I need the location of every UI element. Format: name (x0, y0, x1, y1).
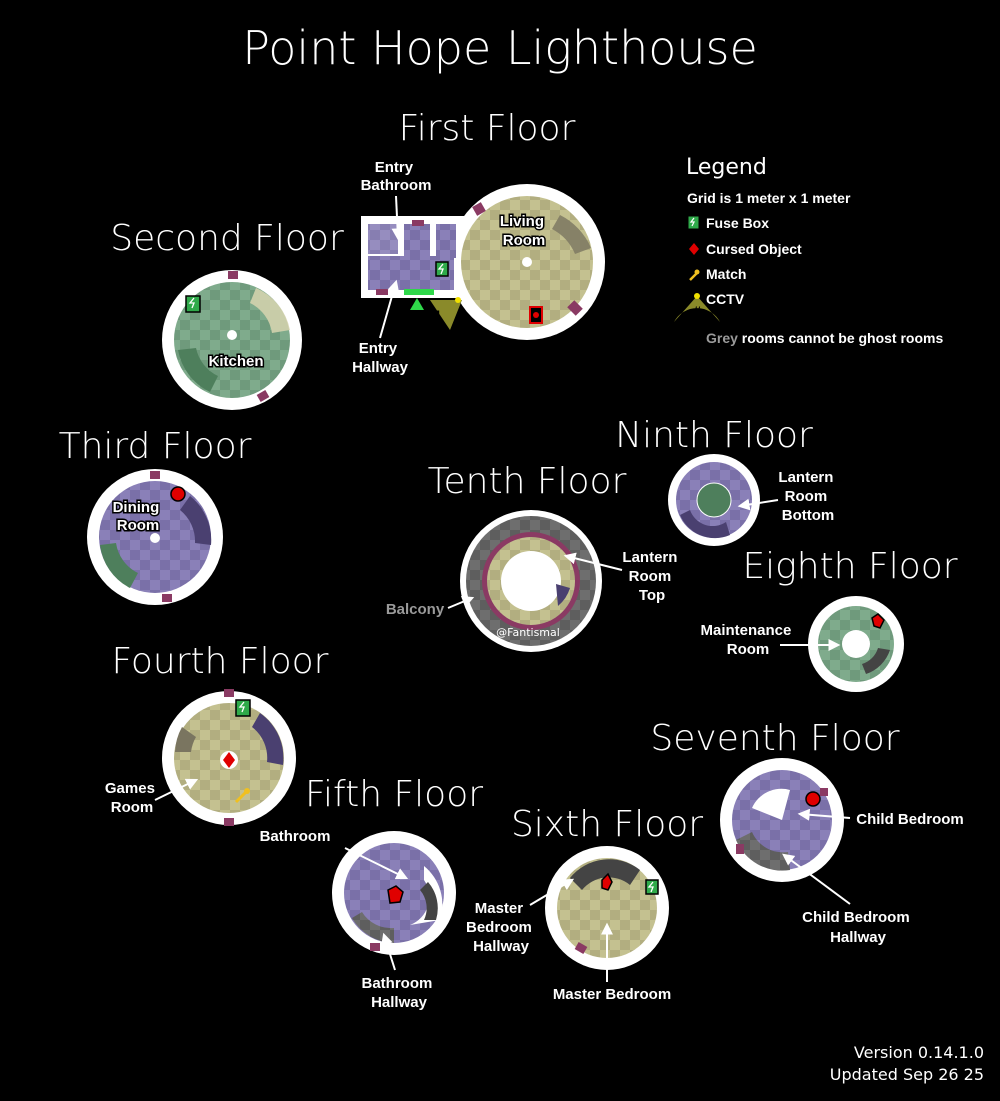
first-floor: First Floor 1 Entry Bathroom (352, 108, 605, 376)
ninth-floor-title: Ninth Floor (615, 415, 813, 456)
legend-fuse-box: Fuse Box (706, 215, 769, 231)
legend-grid: Grid is 1 meter x 1 meter (687, 190, 851, 206)
eighth-floor: Eighth Floor Maintenance Room (700, 546, 958, 692)
lantern-room-top-label: Lantern Room Top (622, 549, 681, 604)
cursed-object-icon (223, 752, 235, 768)
eighth-floor-title: Eighth Floor (742, 546, 957, 587)
credit-text: @Fantismal (496, 626, 560, 639)
games-room-label: Games Room (105, 780, 159, 816)
child-bedroom-label: Child Bedroom (856, 811, 964, 828)
second-floor: Second Floor Kitchen (110, 218, 344, 410)
master-bedroom-label: Master Bedroom (553, 986, 671, 1003)
cursed-object-icon (170, 486, 186, 502)
legend-title: Legend (686, 155, 767, 180)
legend-match: Match (706, 266, 746, 282)
fourth-floor: Fourth Floor Games Room (105, 641, 329, 826)
first-floor-title: First Floor (399, 108, 576, 149)
child-bedroom-hallway-label: Child Bedroom Hallway (802, 909, 914, 946)
dining-room-label: Dining Room (113, 499, 164, 534)
entry-bathroom-area (368, 224, 398, 254)
bathroom-label: Bathroom (260, 828, 331, 845)
legend-cctv: CCTV (706, 291, 745, 307)
entry-hallway-label: Entry Hallway (352, 340, 409, 376)
cursed-object-icon (689, 243, 699, 255)
cursed-object-icon (387, 885, 404, 904)
fourth-floor-title: Fourth Floor (111, 641, 328, 682)
cctv-icon (674, 296, 720, 322)
entry-marker-icon (410, 298, 424, 310)
bathroom-hallway-label: Bathroom Hallway (361, 975, 436, 1011)
map-title: Point Hope Lighthouse (242, 21, 758, 75)
third-floor-title: Third Floor (59, 426, 252, 467)
cctv-symbol: # (693, 303, 701, 319)
lantern-room-bottom-label: Lantern Room Bottom (778, 469, 837, 524)
living-room-label: Living Room (500, 213, 548, 249)
updated-text: Updated Sep 26 25 (830, 1065, 984, 1084)
ninth-floor: Ninth Floor Lantern Room Bottom (615, 415, 837, 546)
third-floor: Third Floor Dining Room (59, 426, 252, 605)
legend: Legend Grid is 1 meter x 1 meter Fuse Bo… (674, 155, 943, 346)
sixth-floor-title: Sixth Floor (511, 804, 703, 845)
legend-grey-note: Grey rooms cannot be ghost rooms (706, 330, 943, 346)
legend-cursed-object: Cursed Object (706, 241, 802, 257)
fifth-floor-title: Fifth Floor (305, 774, 483, 815)
sixth-floor: Sixth Floor Master Bedroom Hallway Maste… (466, 804, 703, 1003)
maintenance-room-label: Maintenance Room (700, 622, 795, 658)
match-icon (234, 790, 248, 804)
balcony-label: Balcony (386, 601, 445, 618)
fifth-floor: Fifth Floor Bathroom Bathroom Hallway (260, 774, 484, 1011)
kitchen-label: Kitchen (208, 353, 263, 370)
cursed-object-icon (805, 791, 821, 807)
cursed-object-icon (871, 613, 885, 629)
tenth-floor-title: Tenth Floor (428, 461, 627, 502)
second-floor-title: Second Floor (110, 218, 344, 259)
tenth-floor: Tenth Floor @Fantismal Balcony Lantern R… (386, 461, 681, 652)
cctv-number: 1 (434, 307, 442, 323)
entry-bathroom-label: Entry Bathroom (361, 159, 432, 194)
seventh-floor: Seventh Floor Child Bedroom Child Bedroo… (650, 718, 963, 946)
cctv-icon (430, 300, 462, 330)
seventh-floor-title: Seventh Floor (650, 718, 899, 759)
master-bedroom-hallway-label: Master Bedroom Hallway (466, 900, 536, 955)
version-text: Version 0.14.1.0 (854, 1043, 984, 1062)
cursed-object-icon (601, 872, 613, 891)
